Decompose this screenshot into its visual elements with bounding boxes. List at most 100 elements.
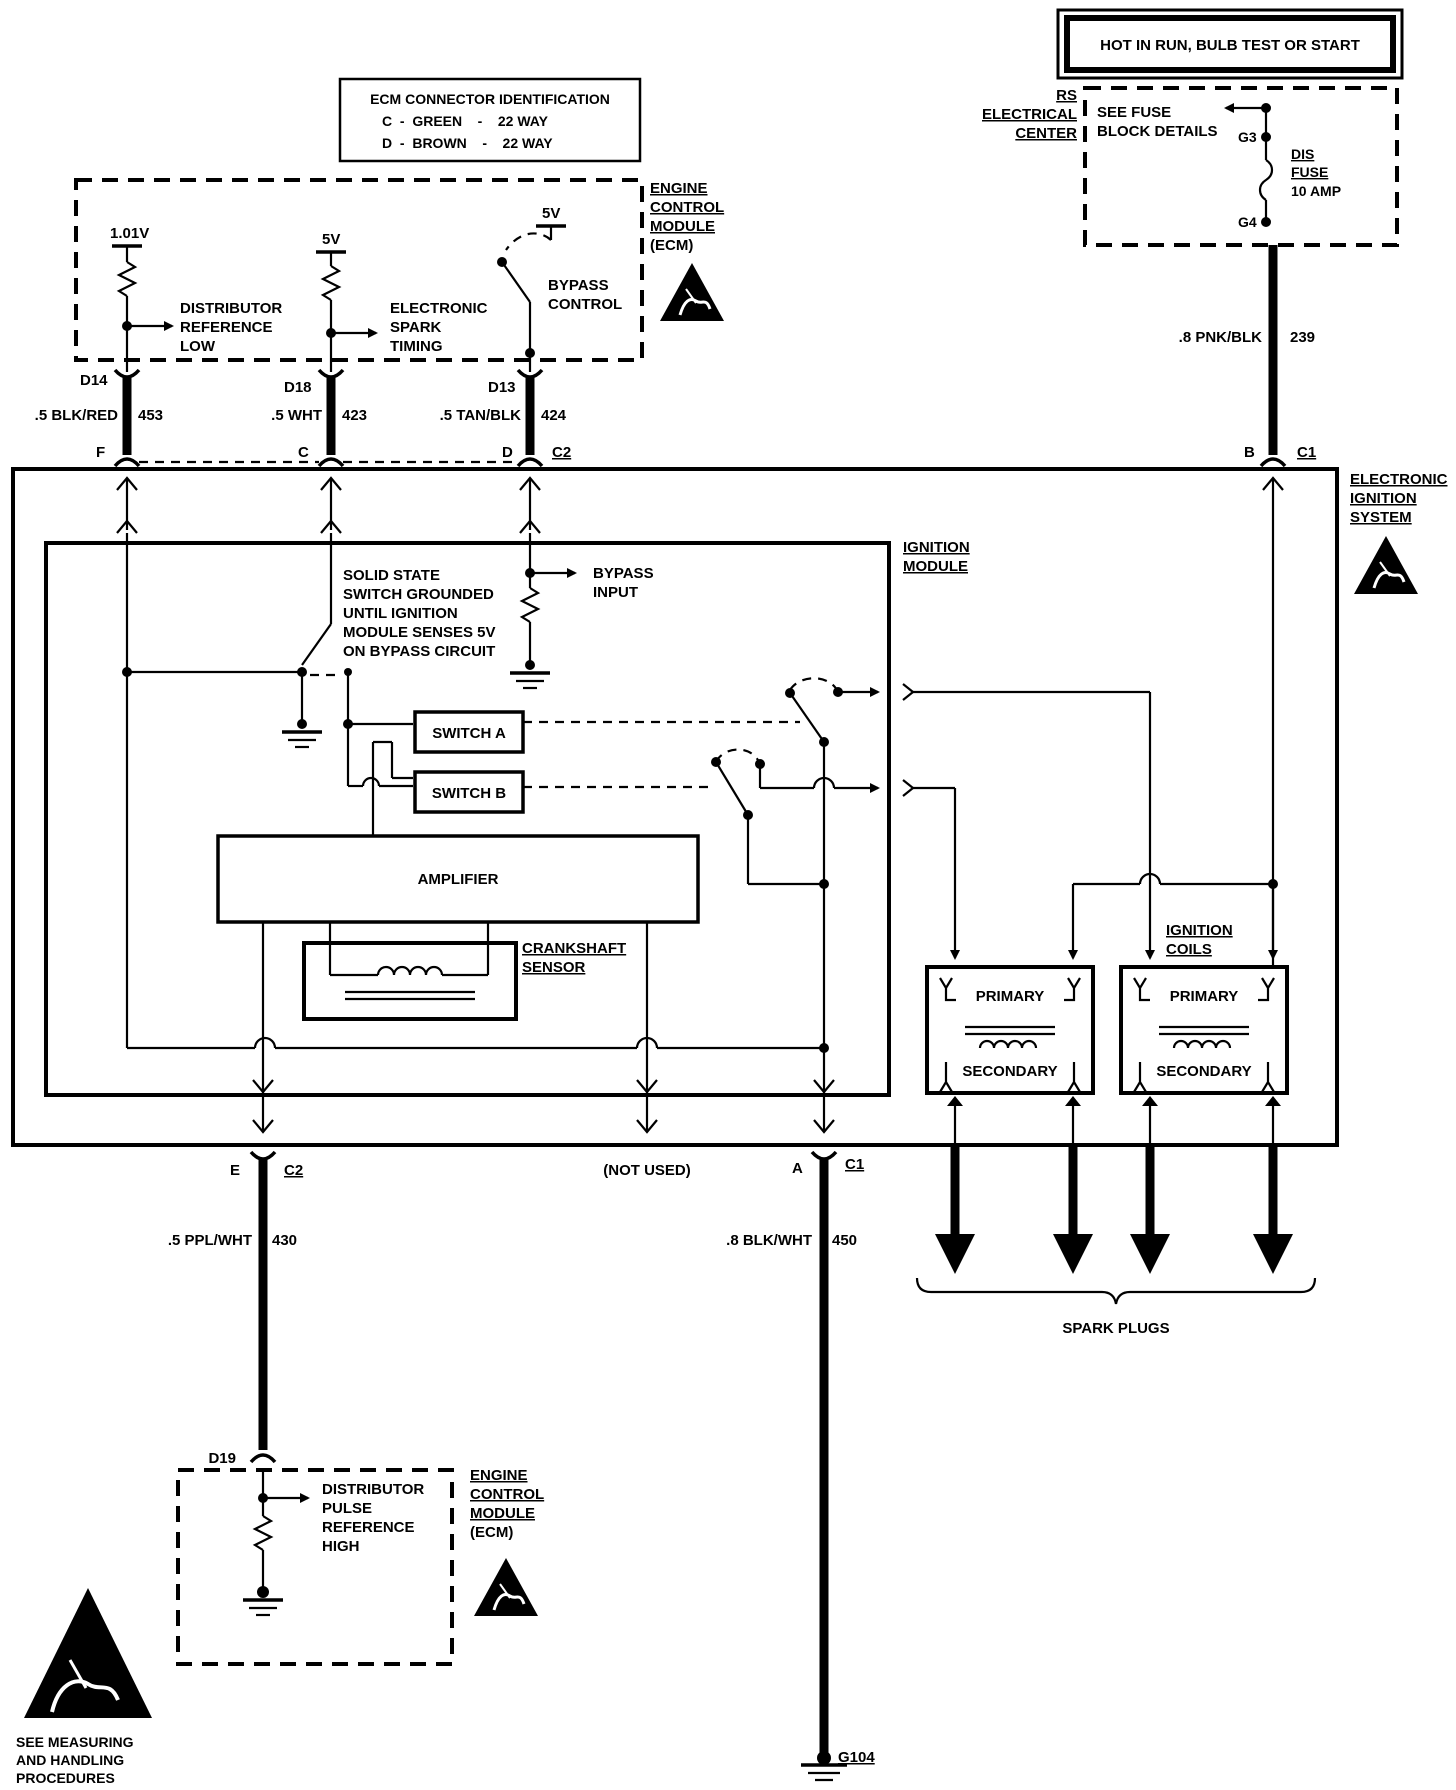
- est-line1: ELECTRONIC: [390, 300, 488, 317]
- coils-label1: IGNITION: [1166, 922, 1233, 939]
- d19-label: D19: [208, 1450, 236, 1467]
- coil2-primary: PRIMARY: [1170, 988, 1239, 1005]
- volt-1-01: 1.01V: [110, 225, 149, 242]
- wire-430-num: 430: [272, 1232, 297, 1249]
- ecm-top-label4: (ECM): [650, 237, 693, 254]
- resistor-est: [320, 265, 342, 301]
- spark-plugs: SPARK PLUGS: [915, 1145, 1317, 1337]
- volt-5v-bypass: 5V: [542, 205, 560, 222]
- ecm-id-row-c: C - GREEN - 22 WAY: [382, 113, 549, 129]
- c2-bottom: C2: [284, 1162, 303, 1179]
- bypass-line2: CONTROL: [548, 296, 622, 313]
- wire-450-num: 450: [832, 1232, 857, 1249]
- ecm-top-label2: CONTROL: [650, 199, 724, 216]
- ss-line3: UNTIL IGNITION: [343, 605, 458, 622]
- wire-424-color: .5 TAN/BLK: [440, 407, 522, 424]
- ignition-module-label2: MODULE: [903, 558, 968, 575]
- resistor-drl: [116, 261, 138, 297]
- ignition-module-box: [44, 541, 891, 1097]
- switch-a-label: SWITCH A: [432, 725, 506, 742]
- ss-line1: SOLID STATE: [343, 567, 440, 584]
- wire-453-color: .5 BLK/RED: [35, 407, 119, 424]
- pin-c: C: [298, 444, 309, 461]
- switch-b-box: [413, 770, 525, 814]
- dp-line1: DISTRIBUTOR: [322, 1481, 424, 1498]
- eis-label3: SYSTEM: [1350, 509, 1412, 526]
- ecm-connector-id: ECM CONNECTOR IDENTIFICATION C - GREEN -…: [338, 77, 642, 163]
- electrical-label: ELECTRICAL: [982, 106, 1077, 123]
- fuse-amps: 10 AMP: [1291, 183, 1341, 199]
- wire-424-num: 424: [541, 407, 567, 424]
- power-title: HOT IN RUN, BULB TEST OR START: [1100, 37, 1360, 54]
- pin-a: A: [792, 1160, 803, 1177]
- g4-label: G4: [1238, 214, 1257, 230]
- electronic-ignition-system: ELECTRONIC IGNITION SYSTEM IGNITION MODU…: [11, 467, 1448, 1147]
- c1-bottom: C1: [845, 1156, 864, 1173]
- ss-line4: MODULE SENSES 5V: [343, 624, 496, 641]
- esd-icon-eis: [1352, 534, 1420, 596]
- g104-label: G104: [838, 1749, 875, 1766]
- coil2-secondary: SECONDARY: [1156, 1063, 1251, 1080]
- fuse-symbol: [1258, 159, 1274, 201]
- solid-state-switch: [301, 623, 332, 666]
- ecm-bottom-label3: MODULE: [470, 1505, 535, 1522]
- crank-label1: CRANKSHAFT: [522, 940, 626, 957]
- crank-label2: SENSOR: [522, 959, 586, 976]
- esd-line1: SEE MEASURING: [16, 1734, 134, 1750]
- center-label: CENTER: [1015, 125, 1077, 142]
- spark-plugs-label: SPARK PLUGS: [1062, 1320, 1169, 1337]
- wire-453-num: 453: [138, 407, 163, 424]
- wire-430-color: .5 PPL/WHT: [168, 1232, 252, 1249]
- esd-icon-ecm-bottom: [472, 1556, 540, 1618]
- ecm-top-label3: MODULE: [650, 218, 715, 235]
- esd-note: SEE MEASURING AND HANDLING PROCEDURES: [16, 1588, 152, 1786]
- coil1-secondary: SECONDARY: [962, 1063, 1057, 1080]
- est-line3: TIMING: [390, 338, 443, 355]
- pin-b: B: [1244, 444, 1255, 461]
- ignition-coil-2: [1119, 965, 1289, 1095]
- c2-top: C2: [552, 444, 571, 461]
- amplifier-label: AMPLIFIER: [418, 871, 499, 888]
- pin-f: F: [96, 444, 105, 461]
- ecm-top: ENGINE CONTROL MODULE (ECM) 1.01V DISTRI…: [74, 178, 726, 372]
- ecm-id-row-d: D - BROWN - 22 WAY: [382, 135, 553, 151]
- bypass-line1: BYPASS: [548, 277, 609, 294]
- d18-label: D18: [284, 379, 312, 396]
- g3-label: G3: [1238, 129, 1257, 145]
- coil1-primary: PRIMARY: [976, 988, 1045, 1005]
- ss-line2: SWITCH GROUNDED: [343, 586, 494, 603]
- amplifier-box: [216, 834, 700, 924]
- not-used-label: (NOT USED): [603, 1162, 691, 1179]
- c1-top: C1: [1297, 444, 1316, 461]
- wire-423-num: 423: [342, 407, 367, 424]
- dis-label: DIS: [1291, 146, 1314, 162]
- ss-line5: ON BYPASS CIRCUIT: [343, 643, 495, 660]
- ecm-top-label1: ENGINE: [650, 180, 708, 197]
- ecm-bottom-label1: ENGINE: [470, 1467, 528, 1484]
- top-wires: D14 D18 D13 .5 BLK/RED 453 .5 WHT 423 .5…: [35, 245, 1316, 468]
- coils-label2: COILS: [1166, 941, 1212, 958]
- switch-a-box: [413, 710, 525, 754]
- dp-line2: PULSE: [322, 1500, 372, 1517]
- bottom-wires: E C2 .5 PPL/WHT 430 D19 (NOT USED) A C1 …: [168, 1150, 875, 1782]
- ecm-bottom-label2: CONTROL: [470, 1486, 544, 1503]
- wire-423-color: .5 WHT: [271, 407, 322, 424]
- d13-label: D13: [488, 379, 516, 396]
- spark-plugs-brace: [915, 1277, 1317, 1305]
- eis-label1: ELECTRONIC: [1350, 471, 1448, 488]
- esd-warning-icon: [24, 1588, 152, 1718]
- esd-line3: PROCEDURES: [16, 1770, 115, 1786]
- resistor-dp: [252, 1515, 274, 1551]
- wire-450-color: .8 BLK/WHT: [726, 1232, 812, 1249]
- see-fuse-line2: BLOCK DETAILS: [1097, 123, 1218, 140]
- drl-line3: LOW: [180, 338, 216, 355]
- eis-label2: IGNITION: [1350, 490, 1417, 507]
- wire-239-color: .8 PNK/BLK: [1179, 329, 1263, 346]
- ignition-coil-1: [925, 965, 1095, 1095]
- switch-b-label: SWITCH B: [432, 785, 506, 802]
- dp-line3: REFERENCE: [322, 1519, 415, 1536]
- fuse-label: FUSE: [1291, 164, 1328, 180]
- ecm-bottom: DISTRIBUTOR PULSE REFERENCE HIGH ENGINE …: [176, 1467, 544, 1666]
- drl-line2: REFERENCE: [180, 319, 273, 336]
